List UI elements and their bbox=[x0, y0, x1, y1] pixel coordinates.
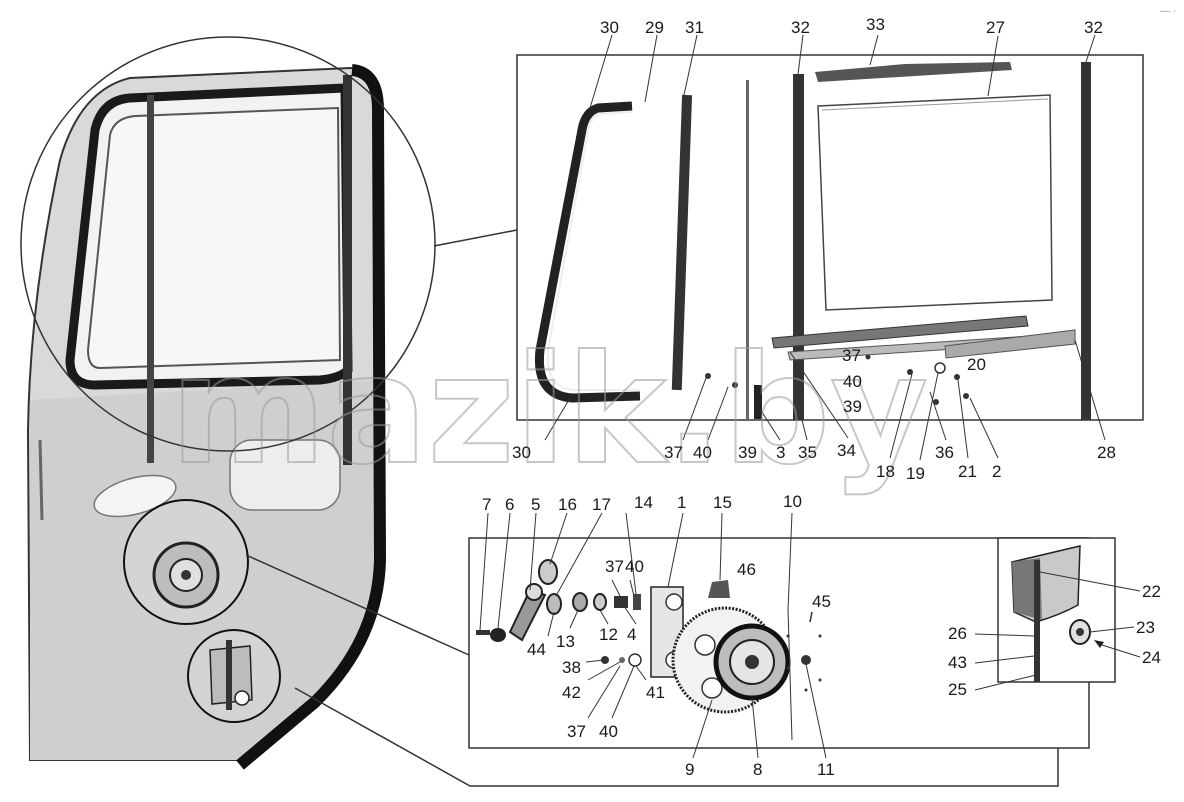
part-label: 46 bbox=[737, 560, 756, 579]
part-label: 22 bbox=[1142, 582, 1161, 601]
part-label: 38 bbox=[562, 658, 581, 677]
part-label: 17 bbox=[592, 495, 611, 514]
magnifier-circle bbox=[20, 36, 436, 452]
part-label: 5 bbox=[531, 495, 540, 514]
part-label: 6 bbox=[505, 495, 514, 514]
part-label: 42 bbox=[562, 683, 581, 702]
part-label: 30 bbox=[600, 18, 619, 37]
part-label: 33 bbox=[866, 15, 885, 34]
part-label: 40 bbox=[843, 372, 862, 391]
part-label: 27 bbox=[986, 18, 1005, 37]
part-label: 3 bbox=[776, 443, 785, 462]
part-label: 29 bbox=[645, 18, 664, 37]
part-label: 4 bbox=[627, 625, 636, 644]
part-label: 40 bbox=[599, 722, 618, 741]
part-label: 37 bbox=[605, 557, 624, 576]
part-label: 13 bbox=[556, 632, 575, 651]
part-label: 12 bbox=[599, 625, 618, 644]
part-label: 1 bbox=[677, 493, 686, 512]
part-label: 35 bbox=[798, 443, 817, 462]
part-label: 21 bbox=[958, 462, 977, 481]
part-label: 26 bbox=[948, 624, 967, 643]
lock-part-labels: 22 26 23 43 24 25 bbox=[948, 582, 1161, 699]
window-parts-panel bbox=[516, 34, 1144, 461]
part-label: 40 bbox=[693, 443, 712, 462]
regulator-parts-panel bbox=[468, 512, 1090, 759]
regulator-part-labels: 7 6 5 16 17 14 1 15 10 37 40 46 45 44 13… bbox=[482, 492, 835, 779]
part-label: 2 bbox=[992, 462, 1001, 481]
part-label: 18 bbox=[876, 462, 895, 481]
part-label: 11 bbox=[817, 760, 835, 779]
lock-parts-panel bbox=[974, 537, 1141, 691]
part-label: 36 bbox=[935, 443, 954, 462]
part-label: 40 bbox=[625, 557, 644, 576]
part-label: 25 bbox=[948, 680, 967, 699]
part-label: 8 bbox=[753, 760, 762, 779]
part-label: 41 bbox=[646, 683, 665, 702]
part-label: 30 bbox=[512, 443, 531, 462]
part-label: 15 bbox=[713, 493, 732, 512]
window-part-labels: 30 29 31 32 33 27 32 37 40 20 39 30 37 4… bbox=[512, 15, 1116, 483]
part-label: 10 bbox=[783, 492, 802, 511]
part-label: 37 bbox=[567, 722, 586, 741]
part-label: 7 bbox=[482, 495, 491, 514]
part-label: 43 bbox=[948, 653, 967, 672]
part-label: 37 bbox=[842, 346, 861, 365]
part-label: 28 bbox=[1097, 443, 1116, 462]
part-label: 9 bbox=[685, 760, 694, 779]
part-label: 16 bbox=[558, 495, 577, 514]
corner-mark: — · bbox=[1160, 6, 1176, 17]
part-label: 39 bbox=[738, 443, 757, 462]
watermark-text: mazik.by bbox=[170, 324, 928, 498]
part-label: 24 bbox=[1142, 648, 1161, 667]
part-label: 23 bbox=[1136, 618, 1155, 637]
part-label: 45 bbox=[812, 592, 831, 611]
door-panel bbox=[26, 64, 387, 770]
part-label: 34 bbox=[837, 441, 856, 460]
part-label: 14 bbox=[634, 493, 653, 512]
part-label: 19 bbox=[906, 464, 925, 483]
part-label: 31 bbox=[685, 18, 704, 37]
part-label: 32 bbox=[791, 18, 810, 37]
part-label: 39 bbox=[843, 397, 862, 416]
part-label: 32 bbox=[1084, 18, 1103, 37]
part-label: 44 bbox=[527, 640, 546, 659]
part-label: 20 bbox=[967, 355, 986, 374]
part-label: 37 bbox=[664, 443, 683, 462]
